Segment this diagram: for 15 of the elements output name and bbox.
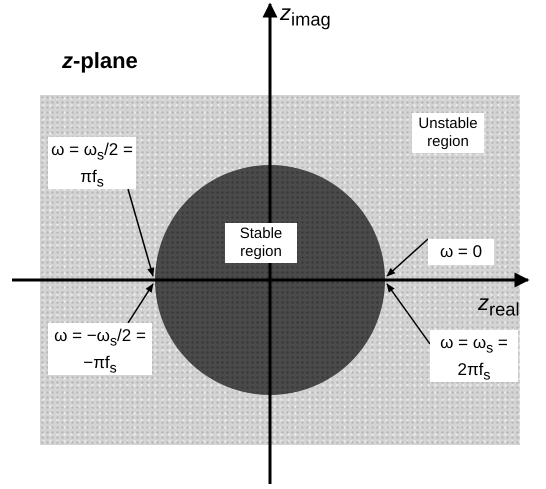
leader-arrow: [127, 283, 154, 324]
region-label: Stable region: [225, 223, 297, 263]
callout-label: ω = 0: [428, 239, 494, 265]
unstable-region: [40, 95, 520, 445]
leader-arrow: [386, 283, 431, 344]
leader-arrow: [386, 238, 428, 277]
callout-label: ω = ω$_{s}$/2 = πf$_{s}$: [48, 137, 136, 189]
callout-label: ω = ω$_{s}$ = 2πf$_{s}$: [430, 330, 518, 382]
plane-title: z-plane: [62, 48, 138, 74]
axis-label: z$_{real}$: [478, 290, 520, 320]
axis-label: z$_{imag}$: [280, 0, 331, 30]
callout-label: ω = −ω$_{s}$/2 = −πf$_{s}$: [48, 323, 152, 375]
stable-region-disc: [155, 165, 385, 395]
leader-arrow: [127, 188, 154, 277]
region-label: Unstable region: [412, 113, 484, 153]
